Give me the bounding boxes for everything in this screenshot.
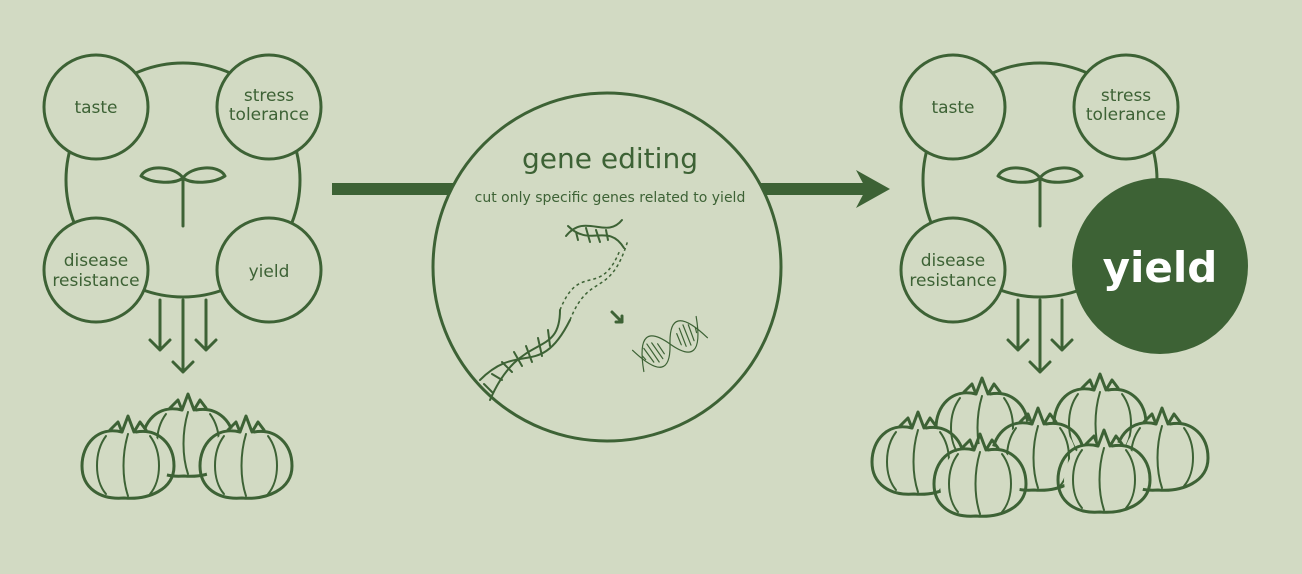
right-yield-highlight-label: yield [1103, 243, 1218, 292]
left-disease-circle [42, 216, 150, 324]
right-stress-circle [1072, 53, 1180, 161]
dna-strand-icon [479, 219, 629, 401]
gene-editing-subtitle: cut only specific genes related to yield [475, 190, 746, 206]
right-taste-label: taste [931, 98, 974, 118]
right-disease-label-2: resistance [909, 271, 996, 291]
small-arrow-icon [610, 310, 624, 324]
right-stress-label-1: stress [1101, 86, 1151, 106]
right-yield-highlight-circle [1072, 178, 1248, 354]
right-down-arrows [1006, 298, 1074, 374]
left-tomatoes [80, 392, 294, 506]
left-taste-circle [42, 53, 150, 161]
left-stress-label-1: stress [244, 86, 294, 106]
center-gene-editing-group: gene editing cut only specific genes rel… [431, 91, 783, 443]
left-disease-label-1: disease [64, 251, 129, 271]
right-disease-circle [899, 216, 1007, 324]
left-taste-label: taste [74, 98, 117, 118]
right-taste-circle [899, 53, 1007, 161]
gene-editing-title: gene editing [522, 142, 698, 175]
left-yield-circle [215, 216, 323, 324]
left-yield-label: yield [249, 262, 290, 282]
left-sprout-icon [139, 166, 227, 228]
left-stress-circle [215, 53, 323, 161]
right-sprout-icon [996, 166, 1084, 228]
gene-editing-circle [431, 91, 783, 443]
left-disease-label-2: resistance [52, 271, 139, 291]
left-trait-group: taste stress tolerance disease resistanc… [42, 53, 323, 324]
right-tomatoes [870, 372, 1210, 524]
left-down-arrows [148, 298, 218, 374]
right-stress-label-2: tolerance [1086, 105, 1166, 125]
left-plant-circle [64, 61, 302, 299]
right-disease-label-1: disease [921, 251, 986, 271]
right-trait-group: taste stress tolerance disease resistanc… [899, 53, 1248, 354]
left-stress-label-2: tolerance [229, 105, 309, 125]
